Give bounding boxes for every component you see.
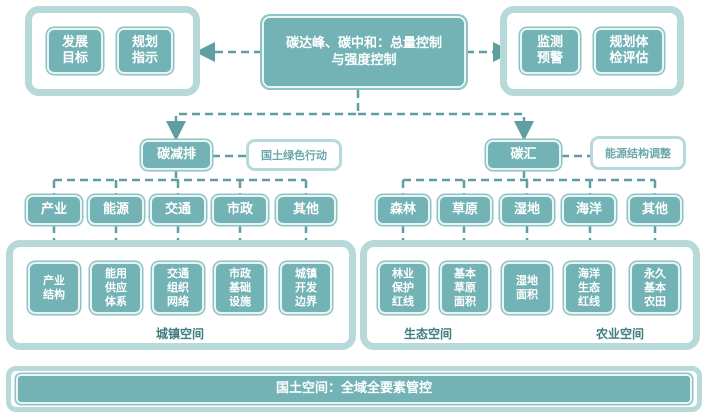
sink-category[interactable]: 海洋 — [562, 195, 616, 225]
eco-space-caption: 生态空间 — [403, 327, 452, 341]
detail-line: 边界 — [295, 295, 317, 308]
eval-line1: 规划体 — [609, 35, 649, 50]
sink-category[interactable]: 草原 — [438, 195, 492, 225]
detail-line: 设施 — [229, 295, 251, 308]
category-label: 市政 — [226, 202, 253, 217]
detail-line: 基本 — [644, 281, 666, 294]
detail-line: 城镇 — [295, 267, 317, 280]
monitoring-box[interactable]: 监测预警 — [520, 28, 580, 74]
detail-line: 基本 — [454, 267, 476, 280]
detail-line: 红线 — [392, 295, 414, 308]
detail-line: 结构 — [43, 288, 65, 301]
detail-line: 保护 — [392, 281, 414, 294]
detail-line: 组织 — [167, 281, 189, 294]
sink-detail[interactable]: 湿地面积 — [502, 262, 552, 314]
reduction-category[interactable]: 其他 — [276, 195, 336, 225]
detail-line: 海洋 — [578, 267, 600, 280]
detail-line: 生态 — [578, 281, 600, 294]
category-label: 海洋 — [575, 202, 602, 217]
planning-line2: 指示 — [131, 51, 158, 66]
detail-line: 基础 — [229, 281, 251, 294]
carbon-reduction-box[interactable]: 碳减排 — [141, 140, 212, 170]
reduction-label: 碳减排 — [156, 147, 196, 162]
reduction-category[interactable]: 交通 — [150, 195, 206, 225]
category-label: 产业 — [40, 202, 67, 217]
detail-line: 网络 — [167, 295, 189, 308]
detail-line: 草原 — [454, 281, 476, 294]
category-label: 森林 — [389, 202, 416, 217]
sink-label: 碳汇 — [510, 147, 537, 162]
sink-tag: 能源结构调整 — [590, 136, 686, 170]
planning-directive-box[interactable]: 规划指示 — [117, 28, 173, 74]
reduction-detail[interactable]: 产业结构 — [28, 262, 80, 314]
category-label: 其他 — [292, 202, 319, 217]
planning-line1: 规划 — [131, 35, 158, 50]
detail-line: 产业 — [43, 274, 65, 287]
footer-label: 国土空间：全域全要素管控 — [275, 381, 432, 396]
category-label: 草原 — [451, 202, 478, 217]
eval-line2: 检评估 — [609, 51, 649, 66]
sink-detail[interactable]: 基本草原面积 — [440, 262, 490, 314]
evaluation-box[interactable]: 规划体检评估 — [594, 28, 664, 74]
sink-detail[interactable]: 林业保护红线 — [378, 262, 428, 314]
category-label: 湿地 — [513, 202, 540, 217]
reduction-category[interactable]: 能源 — [88, 195, 144, 225]
detail-line: 红线 — [578, 295, 600, 308]
detail-line: 林业 — [392, 267, 414, 280]
detail-line: 湿地 — [516, 274, 538, 287]
goal-line2: 目标 — [61, 51, 88, 66]
category-label: 其他 — [641, 202, 668, 217]
reduction-category[interactable]: 市政 — [212, 195, 268, 225]
category-label: 能源 — [102, 202, 129, 217]
territorial-space-bar[interactable]: 国土空间：全域全要素管控 — [16, 374, 692, 404]
reduction-detail[interactable]: 交通组织网络 — [152, 262, 204, 314]
detail-line: 体系 — [105, 295, 127, 308]
sink-category[interactable]: 湿地 — [500, 195, 554, 225]
sink-category[interactable]: 其他 — [628, 195, 682, 225]
sink-tag-text: 能源结构调整 — [605, 147, 671, 160]
detail-line: 能用 — [105, 267, 127, 280]
detail-line: 开发 — [295, 281, 317, 294]
sink-detail[interactable]: 海洋生态红线 — [564, 262, 614, 314]
detail-line: 面积 — [516, 288, 538, 301]
monitor-line2: 预警 — [536, 51, 563, 66]
reduction-detail[interactable]: 城镇开发边界 — [280, 262, 332, 314]
detail-line: 永久 — [644, 267, 666, 280]
reduction-detail[interactable]: 能用供应体系 — [90, 262, 142, 314]
carbon-sink-box[interactable]: 碳汇 — [486, 140, 561, 170]
goal-line1: 发展 — [61, 35, 88, 50]
detail-line: 市政 — [229, 267, 251, 280]
reduction-tag: 国土绿色行动 — [246, 139, 342, 171]
sink-detail[interactable]: 永久基本农田 — [630, 262, 680, 314]
category-label: 交通 — [164, 202, 191, 217]
reduction-detail[interactable]: 市政基础设施 — [214, 262, 266, 314]
detail-line: 交通 — [167, 267, 189, 280]
sink-category[interactable]: 森林 — [376, 195, 430, 225]
monitor-line1: 监测 — [536, 35, 563, 50]
goal-box[interactable]: 发展目标 — [47, 28, 103, 74]
carbon-peak-neutral-box[interactable]: 碳达峰、碳中和：总量控制与强度控制 — [262, 16, 466, 88]
center-line1: 碳达峰、碳中和：总量控制 — [285, 36, 442, 51]
arrow-to-reduction — [166, 90, 360, 141]
center-line2: 与强度控制 — [331, 53, 397, 68]
urban-space-caption: 城镇空间 — [155, 327, 204, 341]
agri-space-caption: 农业空间 — [595, 327, 644, 341]
detail-line: 面积 — [454, 295, 476, 308]
reduction-tag-text: 国土绿色行动 — [261, 149, 327, 162]
detail-line: 农田 — [644, 295, 666, 308]
arrow-to-sink — [358, 112, 534, 141]
detail-line: 供应 — [105, 281, 127, 294]
reduction-category[interactable]: 产业 — [26, 195, 82, 225]
